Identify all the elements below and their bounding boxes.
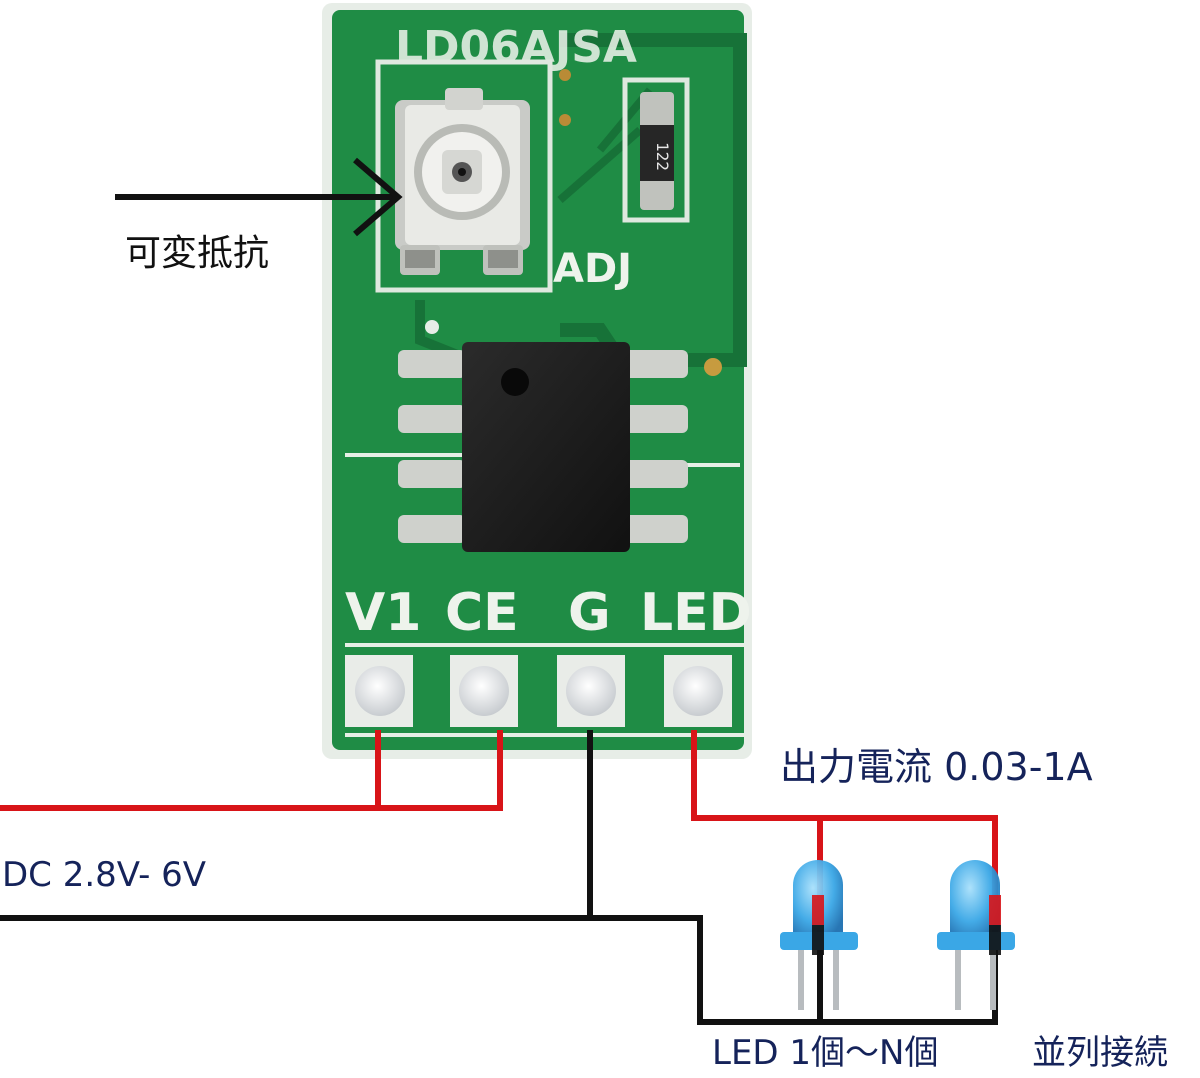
arrow-to-potentiometer xyxy=(115,157,403,237)
pin-label-led: LED xyxy=(640,583,752,643)
via xyxy=(559,69,571,81)
pin-label-ce: CE xyxy=(445,583,519,643)
pin-label-g: G xyxy=(568,583,611,643)
output-current-label: 出力電流 0.03-1A xyxy=(780,745,1093,789)
smd-resistor: 122 xyxy=(622,77,690,223)
led-count-label: LED 1個～N個 xyxy=(712,1033,939,1073)
via xyxy=(559,114,571,126)
variable-resistor-label: 可変抵抗 xyxy=(125,233,270,274)
input-voltage-label: DC 2.8V- 6V xyxy=(2,855,207,895)
trimmer-potentiometer xyxy=(375,59,553,293)
led-2 xyxy=(937,860,1015,1010)
solder-pads xyxy=(345,655,732,727)
via xyxy=(704,358,722,376)
led-1 xyxy=(780,860,858,1010)
ic-chip xyxy=(398,342,688,552)
resistor-code: 122 xyxy=(653,142,672,171)
board-model-silkscreen: LD06AJSA xyxy=(395,22,637,73)
adj-silkscreen: ADJ xyxy=(553,246,632,292)
pin-label-v1: V1 xyxy=(345,583,421,643)
parallel-connection-label: 並列接続 xyxy=(1032,1033,1168,1073)
pin1-dot xyxy=(425,320,439,334)
